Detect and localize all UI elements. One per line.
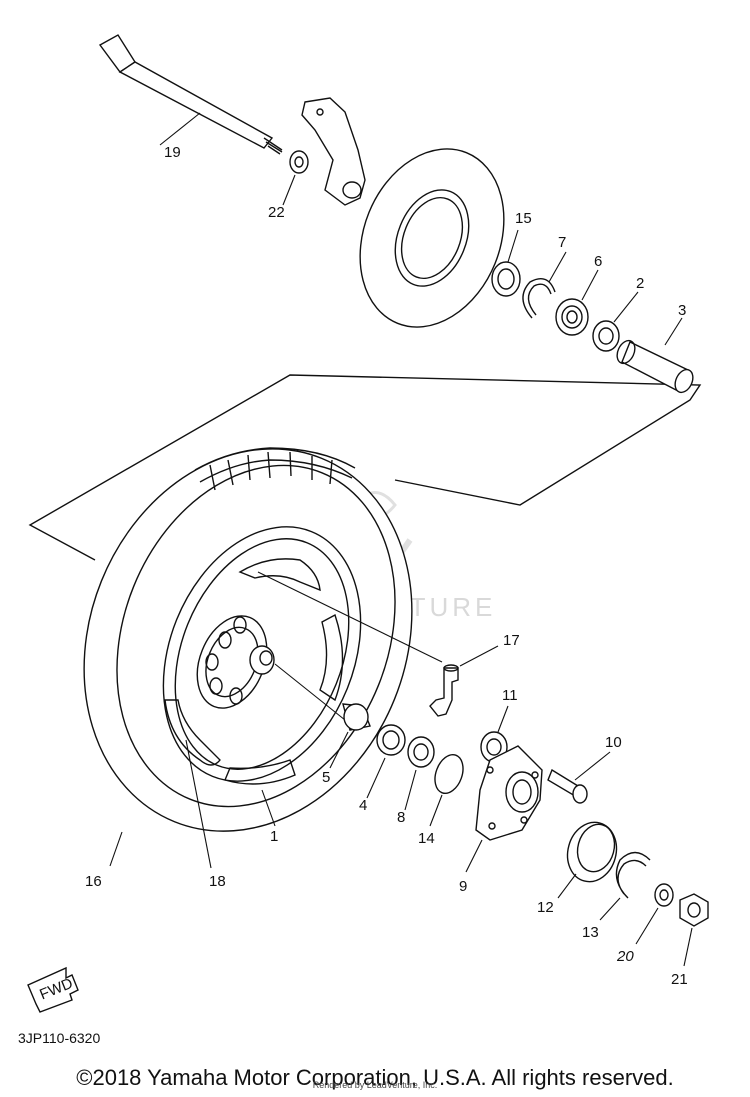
fwd-arrow-icon: FWD: [27, 966, 79, 1013]
copyright-notice: ©2018 Yamaha Motor Corporation, U.S.A. A…: [76, 1065, 674, 1090]
brake-disc: [359, 148, 505, 328]
callout-7: 7: [558, 234, 566, 251]
callout-4: 4: [359, 797, 367, 814]
rendered-by-credit: Rendered by LeadVenture, Inc.: [312, 1080, 438, 1090]
callout-18: 18: [209, 873, 226, 890]
callout-11: 11: [502, 687, 518, 704]
part-22-collar: [289, 150, 309, 174]
callout-16: 16: [85, 873, 102, 890]
part-16-tire: [83, 448, 413, 832]
part-5-collar: [342, 703, 371, 731]
part-2-collar: [592, 320, 620, 352]
callout-10: 10: [605, 734, 622, 751]
callout-22: 22: [268, 204, 285, 221]
part-13-circlip: [615, 851, 651, 899]
callout-3: 3: [678, 302, 686, 319]
part-4-spacer: [376, 724, 406, 756]
callout-12: 12: [537, 899, 554, 916]
callout-21: 21: [671, 971, 688, 988]
callout-5: 5: [322, 769, 330, 786]
callout-14: 14: [418, 830, 435, 847]
part-6-bearing: [555, 298, 589, 336]
callout-1: 1: [270, 828, 278, 845]
part-20-washer: [654, 883, 674, 907]
part-21-nut: [679, 893, 709, 927]
callout-13: 13: [582, 924, 599, 941]
part-17-valve: [429, 664, 459, 717]
diagram-code: 3JP110-6320: [18, 1030, 101, 1046]
callout-9: 9: [459, 878, 467, 895]
part-3-spacer: [616, 339, 694, 394]
assembly-plane: [28, 374, 702, 561]
callout-19: 19: [164, 144, 181, 161]
part-19-axle: [98, 34, 283, 155]
wheel-assembly: [83, 447, 413, 832]
callout-8: 8: [397, 809, 405, 826]
callout-6: 6: [594, 253, 602, 270]
part-15-oil-seal: [491, 261, 521, 297]
caliper-bracket: [301, 97, 366, 206]
callout-15: 15: [515, 210, 532, 227]
part-14-o-ring: [434, 753, 464, 795]
part-12-housing: [566, 821, 618, 883]
part-8-bearing: [407, 736, 435, 768]
callout-17: 17: [503, 632, 520, 649]
part-1-rim: [162, 526, 362, 782]
callout-2: 2: [636, 275, 644, 292]
part-9-flange: [475, 745, 543, 841]
callout-20: 20: [616, 948, 634, 965]
part-10-bolt: [547, 768, 588, 804]
part-7-circlip: [522, 278, 556, 319]
